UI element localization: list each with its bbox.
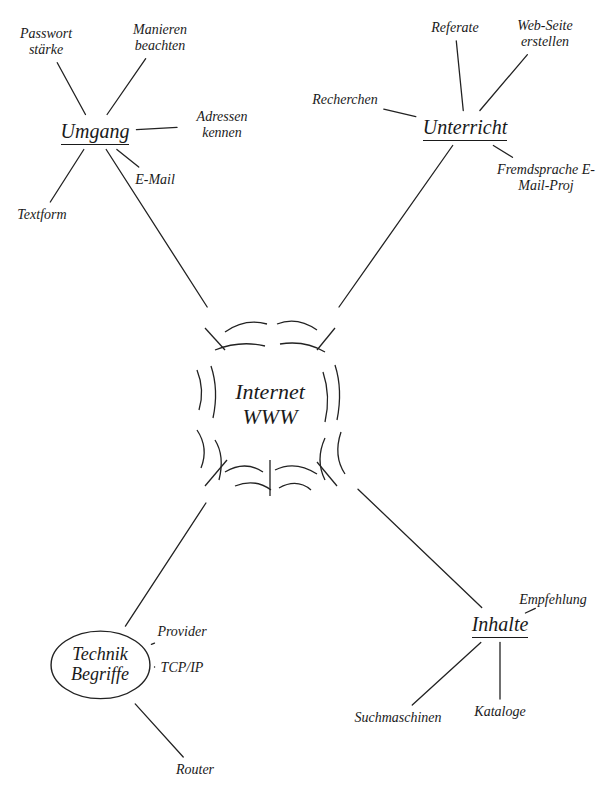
topic-text: Fremdsprache E-Mail-Proj [493, 160, 599, 195]
branch-line [493, 146, 512, 158]
node-text: Manieren beachten [120, 22, 200, 53]
branch-line [358, 489, 482, 607]
node-text: Provider [157, 624, 206, 639]
branch-line [57, 63, 85, 115]
web-strand [235, 483, 271, 490]
branch-line [50, 150, 84, 203]
topic-text: E-Mail [132, 170, 178, 190]
topic-text: Suchmaschinen [351, 708, 444, 728]
web-strand [335, 365, 340, 420]
branch-heading: Unterricht [419, 114, 511, 143]
node-text: E-Mail [135, 172, 175, 187]
branch-line [151, 643, 154, 644]
branch-line [412, 643, 481, 706]
web-strand [279, 483, 311, 490]
topic-text: Router [173, 760, 217, 780]
web-strand [197, 370, 202, 410]
branch-line [499, 643, 500, 700]
web-strand [205, 328, 225, 350]
branch-line [154, 666, 155, 667]
topic-text: Web-Seite erstellen [503, 16, 587, 51]
branch-line [384, 109, 416, 116]
web-strand [317, 328, 335, 350]
web-strand [197, 430, 204, 468]
topic-text: Kataloge [471, 702, 528, 722]
web-strand [205, 460, 227, 486]
branch-heading: Umgang [57, 118, 134, 147]
web-strand [225, 322, 267, 332]
node-text: Empfehlung [519, 592, 587, 607]
branch-line [456, 41, 463, 111]
topic-text: Manieren beachten [117, 20, 203, 55]
central-web: Internet WWW [185, 310, 355, 500]
circled-heading: Technik Begriffe [49, 629, 152, 701]
web-strand [225, 466, 263, 472]
node-text: Referate [431, 20, 478, 35]
web-strand [338, 432, 345, 474]
topic-text: Textform [14, 205, 69, 225]
web-strand [277, 321, 317, 330]
branch-line [339, 146, 453, 308]
web-strand [275, 466, 317, 474]
branch-line [480, 55, 527, 111]
web-strand [317, 462, 337, 486]
web-strand [323, 372, 328, 422]
branch-line [136, 127, 177, 129]
node-text: Passwort stärke [6, 26, 86, 57]
branch-line [106, 150, 207, 308]
node-text: Technik Begriffe [63, 645, 138, 685]
node-text: Internet WWW [220, 380, 320, 428]
branch-line [107, 59, 146, 115]
node-text: Inhalte [472, 613, 529, 638]
topic-text: Passwort stärke [3, 24, 89, 59]
branch-line [125, 503, 205, 626]
node-text: Suchmaschinen [354, 710, 441, 725]
branch-line [135, 704, 183, 757]
node-text: Adressen kennen [183, 109, 261, 140]
node-text: Web-Seite erstellen [506, 18, 584, 49]
node-text: Umgang [61, 120, 130, 145]
topic-text: TCP/IP [158, 658, 207, 678]
node-text: Kataloge [474, 704, 525, 719]
branch-line [117, 150, 139, 168]
topic-text: Empfehlung [516, 590, 590, 610]
web-strand [320, 438, 325, 480]
node-text: TCP/IP [161, 660, 204, 675]
topic-text: Provider [154, 622, 209, 642]
node-text: Recherchen [312, 92, 378, 107]
topic-text: Recherchen [309, 90, 381, 110]
web-strand [269, 460, 270, 496]
node-text: Textform [17, 207, 66, 222]
branch-heading: Inhalte [468, 611, 533, 640]
node-text: Fremdsprache E-Mail-Proj [496, 162, 596, 193]
web-strand [211, 366, 216, 418]
topic-text: Adressen kennen [180, 107, 264, 142]
topic-text: Referate [428, 18, 481, 38]
node-text: Router [176, 762, 214, 777]
node-text: Unterricht [423, 116, 507, 141]
